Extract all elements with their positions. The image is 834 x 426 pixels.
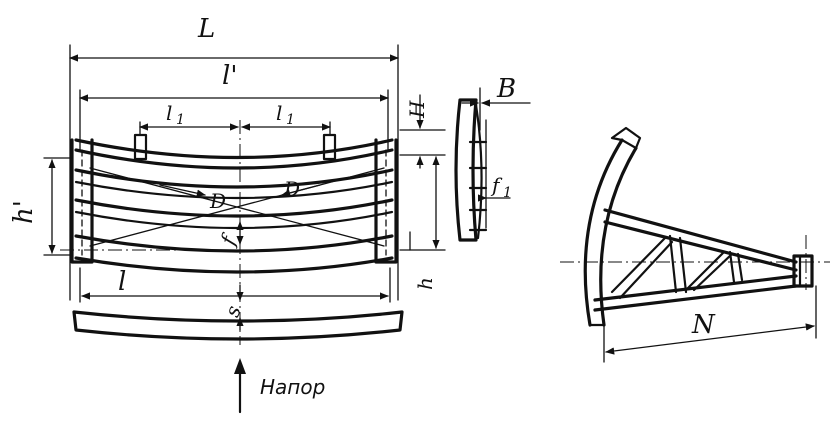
- label-f1-sub: 1: [503, 185, 512, 201]
- section-plate: [454, 98, 478, 242]
- lifting-lug-left: [133, 133, 148, 161]
- label-f1: f: [490, 173, 503, 197]
- label-B: B: [496, 74, 516, 104]
- upper-arm: [603, 208, 798, 264]
- label-l-prime: l': [222, 61, 237, 91]
- dim-N: [605, 323, 815, 355]
- label-D-left: D: [209, 189, 226, 213]
- side-post-left: [70, 138, 94, 264]
- truss-web: [610, 234, 744, 300]
- label-l1-right-sub: 1: [286, 112, 295, 128]
- label-s: s: [220, 302, 246, 320]
- trunnion: [792, 254, 814, 288]
- labels: L l' l 1 l 1 D D h' h H f l s B f 1 N На…: [9, 14, 716, 399]
- label-l1-left: l: [166, 101, 172, 125]
- label-N: N: [691, 310, 716, 340]
- label-l1-right: l: [276, 101, 282, 125]
- skin-plate-arc: [583, 138, 624, 327]
- side-section: [454, 87, 531, 242]
- girders: [74, 138, 394, 274]
- label-h: h: [413, 277, 437, 290]
- label-pressure: Напор: [260, 375, 325, 399]
- front-view: [43, 44, 446, 414]
- label-l1-left-sub: 1: [176, 112, 185, 128]
- label-f-lower: f: [215, 230, 242, 250]
- label-D-right: D: [283, 177, 300, 201]
- label-l: l: [118, 267, 126, 297]
- brace-D-right: [89, 167, 385, 247]
- label-h-prime: h': [9, 200, 39, 224]
- segment-gate-view: [560, 126, 830, 363]
- side-post-right: [374, 138, 398, 264]
- label-H: H: [405, 100, 429, 119]
- label-L: L: [197, 14, 215, 44]
- lifting-lug-right: [322, 133, 337, 161]
- plan-skin-plate: [72, 310, 404, 341]
